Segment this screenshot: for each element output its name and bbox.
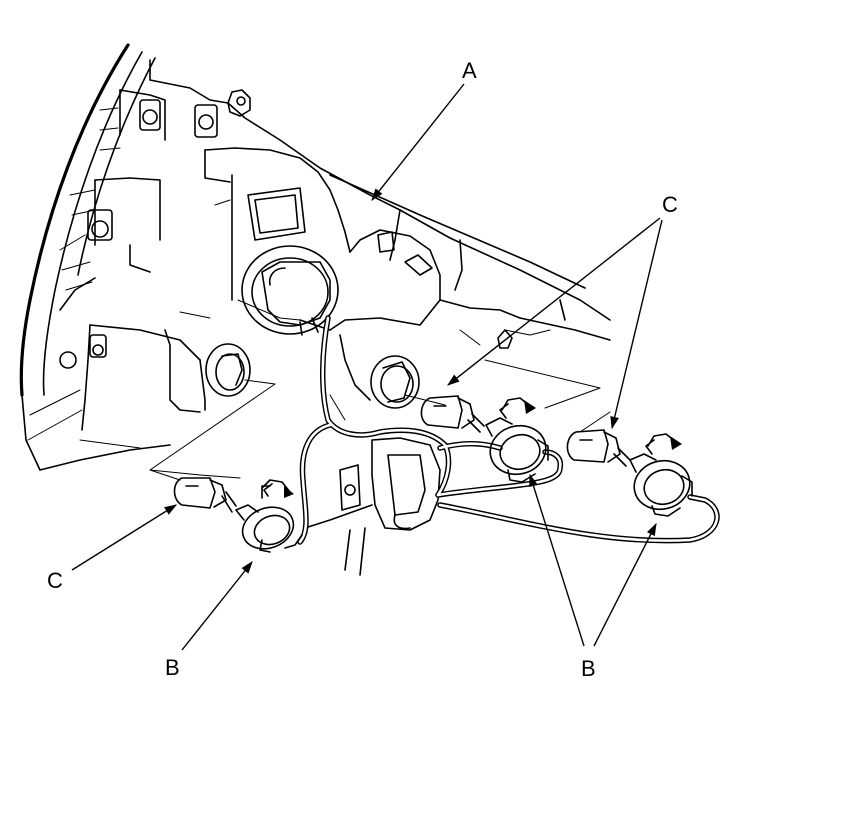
middle-socket-opening	[370, 355, 420, 409]
housing-body	[39, 59, 611, 471]
leader-lines	[71, 83, 663, 651]
leader-c-right	[610, 219, 663, 430]
callout-c-right: C	[662, 192, 678, 217]
rotate-arrow-head-icon	[524, 400, 536, 414]
callout-b-left: B	[165, 655, 180, 680]
leader-b-middle	[529, 473, 585, 647]
callout-c-left: C	[47, 568, 63, 593]
left-socket-opening	[205, 343, 251, 397]
housing-outer-edge	[19, 43, 130, 397]
leader-a	[371, 83, 465, 201]
mounting-tabs	[59, 89, 513, 511]
lower-cable-guide	[304, 437, 441, 576]
socket-b-middle	[485, 417, 549, 483]
housing-surface-lines	[27, 107, 551, 479]
rotate-arrow-head-icon	[670, 436, 682, 450]
callout-b-right: B	[581, 656, 596, 681]
bulb-c-middle	[420, 395, 485, 433]
callout-a: A	[462, 58, 477, 83]
leader-c-middle	[447, 217, 661, 386]
leader-b-left	[181, 561, 253, 651]
socket-b-right	[629, 453, 693, 517]
rotate-arrow-head-icon	[284, 486, 294, 498]
wiring-harness-core	[298, 316, 719, 544]
main-bulb-socket	[241, 245, 339, 336]
bulb-c-right	[566, 429, 631, 467]
socket-b-left	[235, 504, 303, 553]
bulb-c-left	[173, 477, 237, 513]
housing-edge-detail	[21, 51, 156, 471]
rotate-arrow-icon	[261, 479, 291, 499]
housing-window	[247, 187, 306, 241]
leader-c-left	[71, 504, 178, 571]
insertion-guides	[149, 359, 611, 481]
leader-b-right	[593, 522, 657, 647]
